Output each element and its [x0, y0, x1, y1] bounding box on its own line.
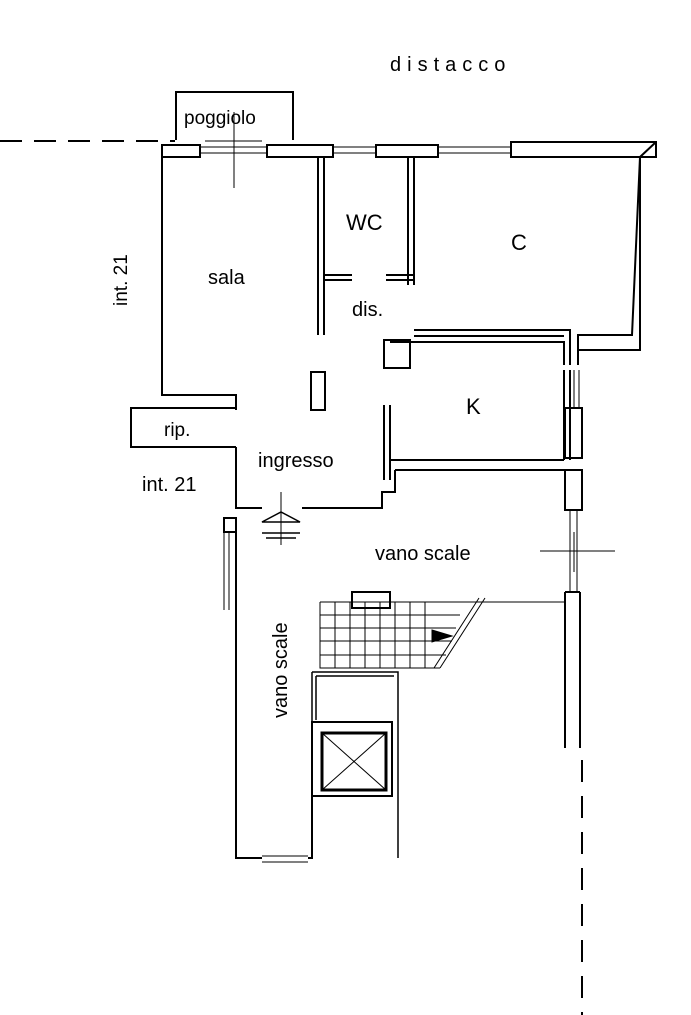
elevator-cross-2: [321, 732, 387, 791]
wc-bottom-right: [386, 274, 414, 281]
stair-right-segment: [564, 469, 583, 511]
top-wall-segment-1: [161, 144, 201, 158]
stair-left-frame: [223, 517, 237, 533]
label-vano-scale-horizontal: vano scale: [375, 543, 471, 565]
kitchen-top-wall: [390, 341, 565, 365]
label-wc: WC: [346, 210, 383, 235]
wc-right-wall: [407, 157, 415, 285]
ingresso-left-wall: [235, 447, 262, 509]
elevator-shaft: [311, 721, 393, 797]
sala-left-wall: [161, 157, 237, 410]
stair-landing-block: [351, 591, 391, 609]
label-int-vertical: int. 21: [111, 254, 132, 306]
stair-left-wall: [235, 532, 313, 859]
staircase: [319, 597, 565, 669]
kitchen-right-segment: [564, 407, 583, 459]
label-vano-scale-vertical: vano scale: [270, 622, 292, 718]
camera-right-wall: [577, 141, 657, 365]
kitchen-left-wall: [383, 405, 391, 480]
sala-wc-wall: [317, 157, 325, 335]
label-rip: rip.: [164, 420, 190, 441]
label-camera: C: [511, 230, 527, 255]
label-sala: sala: [208, 267, 246, 289]
elevator-cabin: [320, 731, 388, 792]
label-dis: dis.: [352, 299, 383, 321]
camera-bottom-wall: [414, 329, 571, 365]
label-ingresso: ingresso: [258, 450, 334, 472]
top-wall-segment-3: [375, 144, 439, 158]
label-distacco: distacco: [390, 54, 511, 76]
label-poggiolo: poggiolo: [184, 108, 256, 129]
stair-right-wall-lower: [564, 591, 581, 748]
wc-bottom-left: [324, 274, 352, 281]
stair-arrow: [431, 629, 454, 643]
rip-box: [130, 407, 236, 448]
ingresso-column: [310, 371, 326, 411]
ingresso-bottom-right: [302, 470, 396, 509]
elevator-enclosure: [311, 671, 399, 858]
label-int-horizontal: int. 21: [142, 474, 196, 496]
top-wall-segment-4: [510, 141, 657, 158]
balcony-outline: [175, 91, 294, 140]
dis-door-frame: [383, 339, 411, 369]
label-kitchen: K: [466, 394, 481, 419]
top-wall-segment-2: [266, 144, 334, 158]
kitchen-bottom-wall: [390, 459, 570, 471]
